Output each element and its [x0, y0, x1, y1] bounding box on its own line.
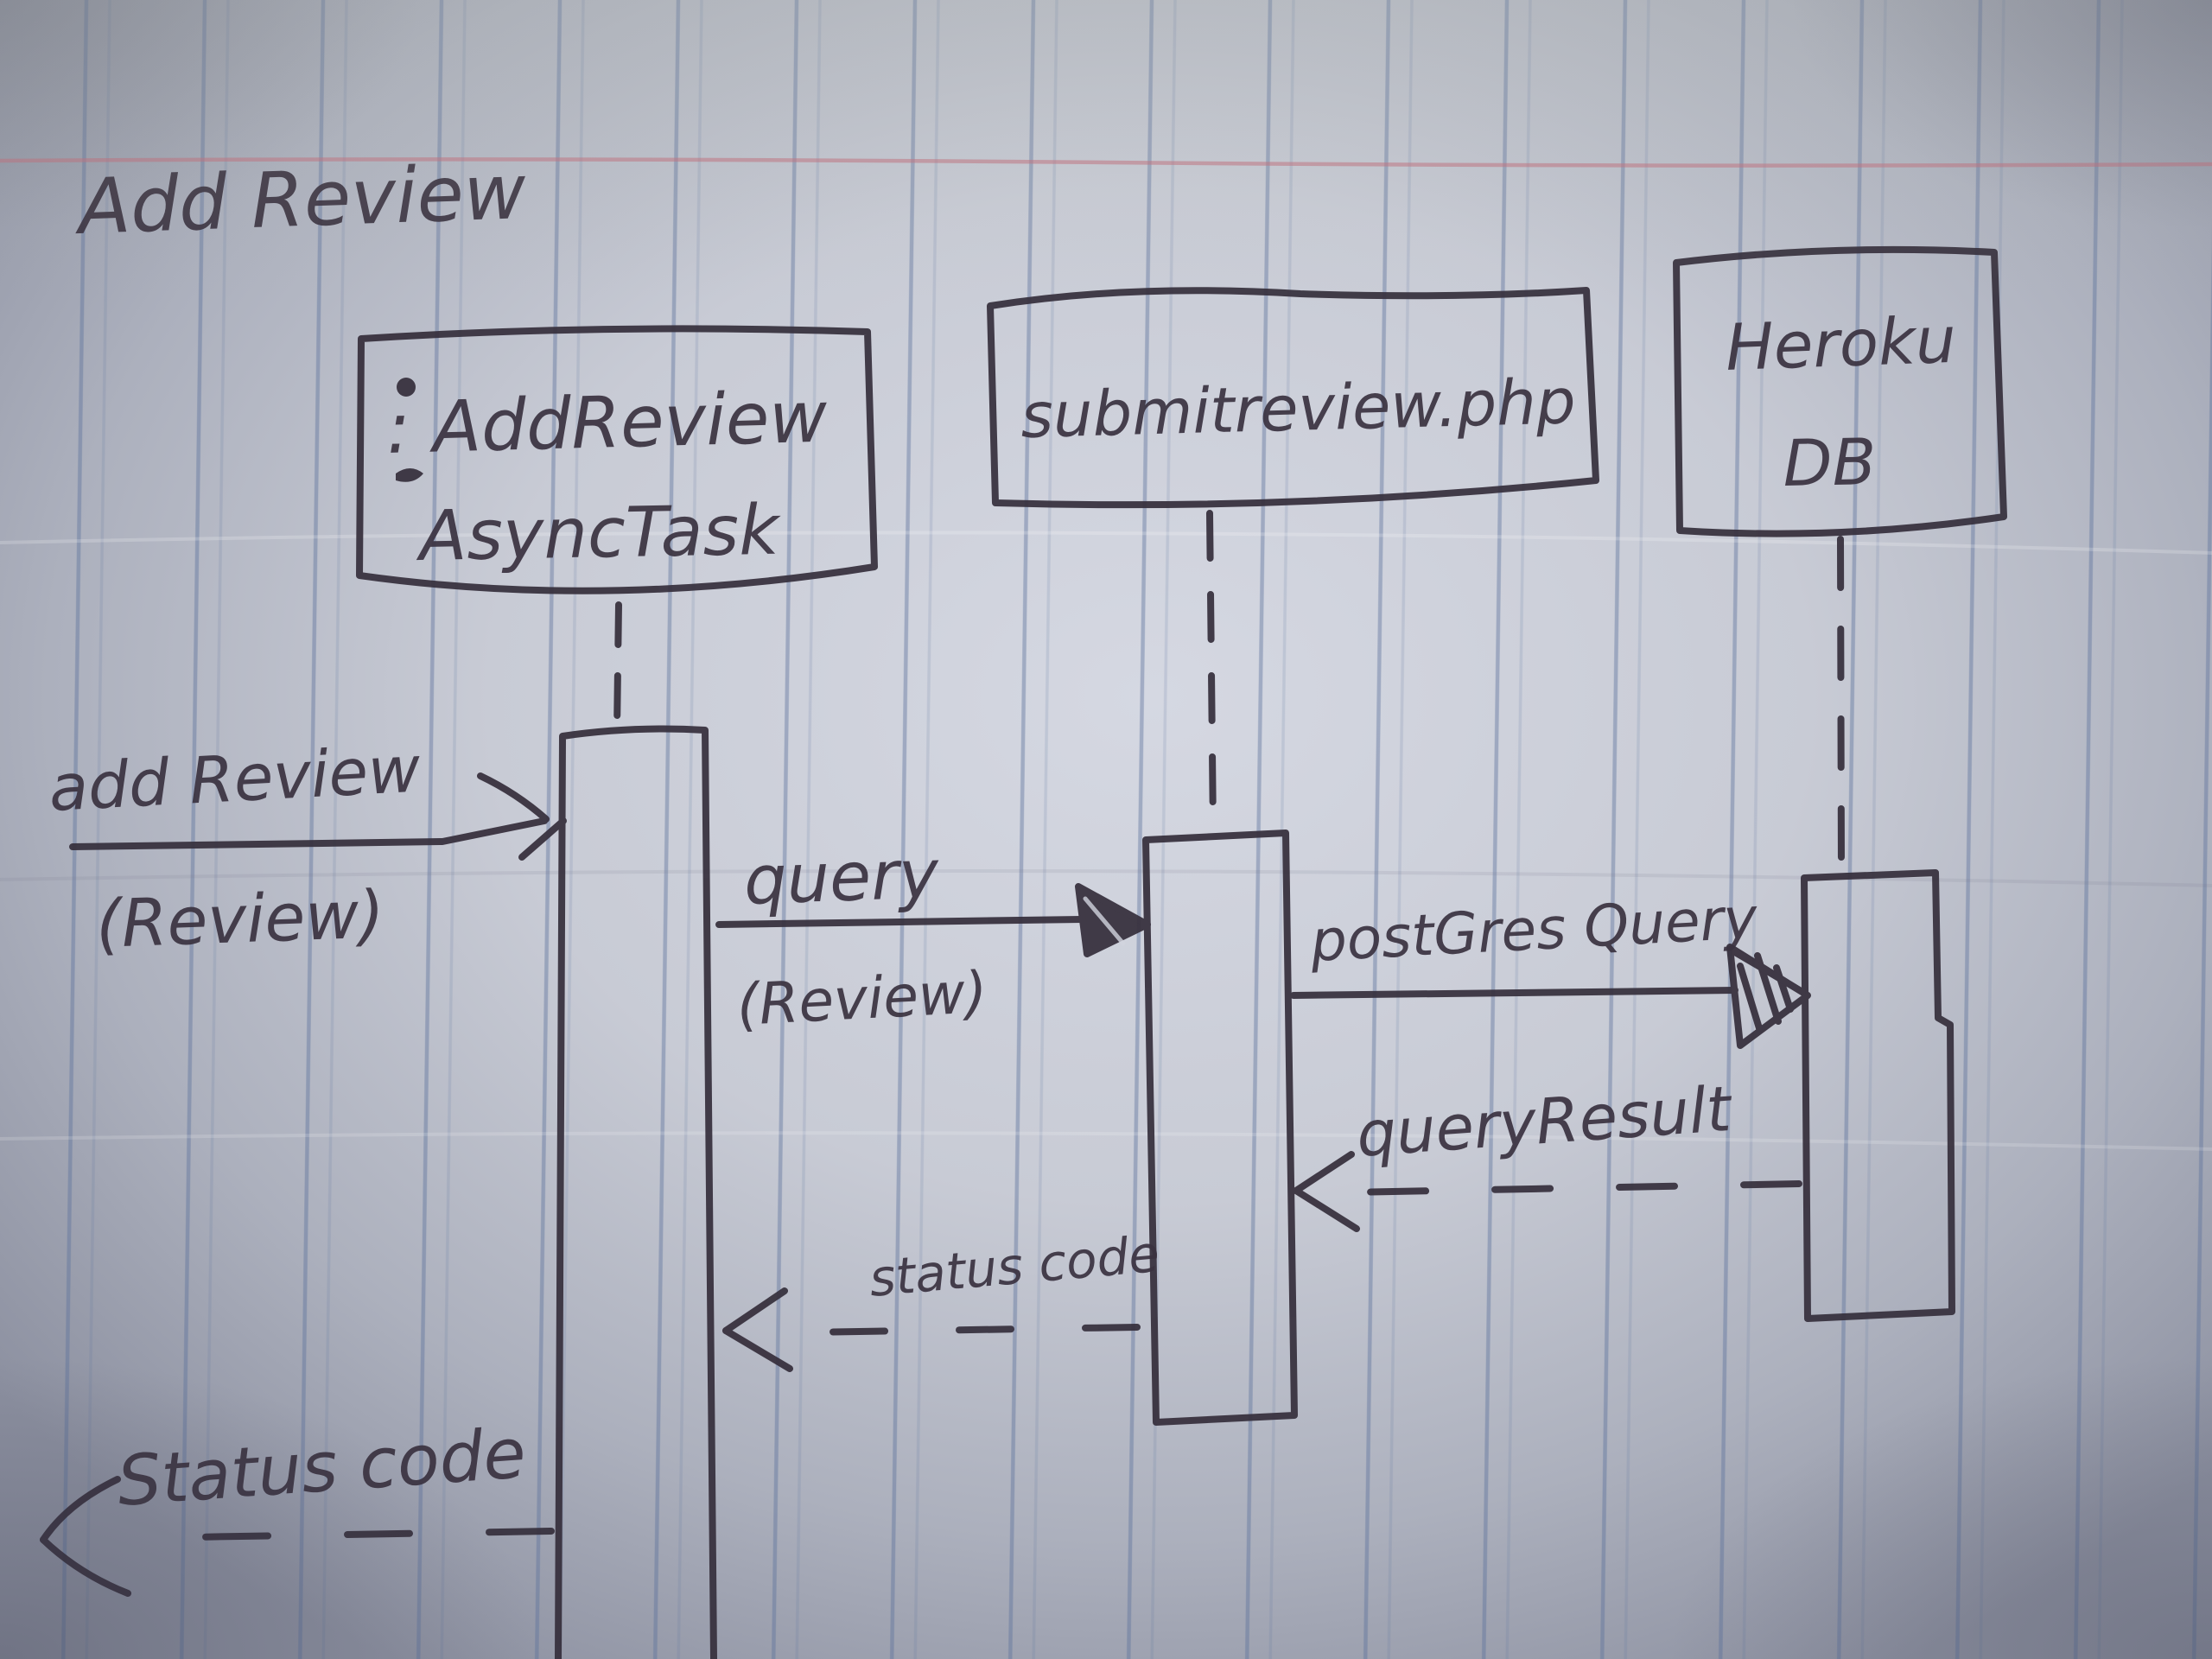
red-margin-line: [0, 157, 2212, 168]
paper-creases: [0, 531, 2212, 1151]
arrow-postgres-query: [1290, 944, 1811, 1049]
arrow-status-code: [722, 1287, 1141, 1372]
participant-label-asynctask-line2: AsyncTask: [415, 490, 782, 576]
lifeline-php: [1206, 510, 1217, 835]
arrow-status-code-out: [40, 1476, 555, 1597]
lifeline-asynctask: [613, 601, 622, 734]
activation-bar-db: [1801, 869, 1955, 1322]
arrow-query-result: [1293, 1151, 1802, 1232]
message-label-query: query: [743, 836, 942, 920]
activation-bar-asynctask: [555, 725, 717, 1659]
participant-box-php: [987, 287, 1599, 509]
participant-label-asynctask-line1: : AddReview: [385, 377, 829, 470]
arrow-add-review: [69, 772, 567, 861]
activation-bar-php: [1142, 830, 1298, 1426]
instance-colon-mark: [396, 378, 423, 482]
lifeline-db: [1837, 536, 1845, 874]
arrow-query: [715, 883, 1151, 957]
participant-box-asynctask: [356, 325, 878, 594]
participant-label-php: submitreview.php: [1020, 365, 1576, 452]
participant-label-db-line2: DB: [1783, 425, 1877, 501]
message-sublabel-add-review: (Review): [95, 875, 386, 963]
participant-label-db-line1: Heroku: [1725, 303, 1957, 385]
diagram-title: Add Review: [73, 147, 528, 251]
participant-box-db: [1673, 245, 2007, 537]
message-sublabel-query: (Review): [735, 959, 989, 1039]
